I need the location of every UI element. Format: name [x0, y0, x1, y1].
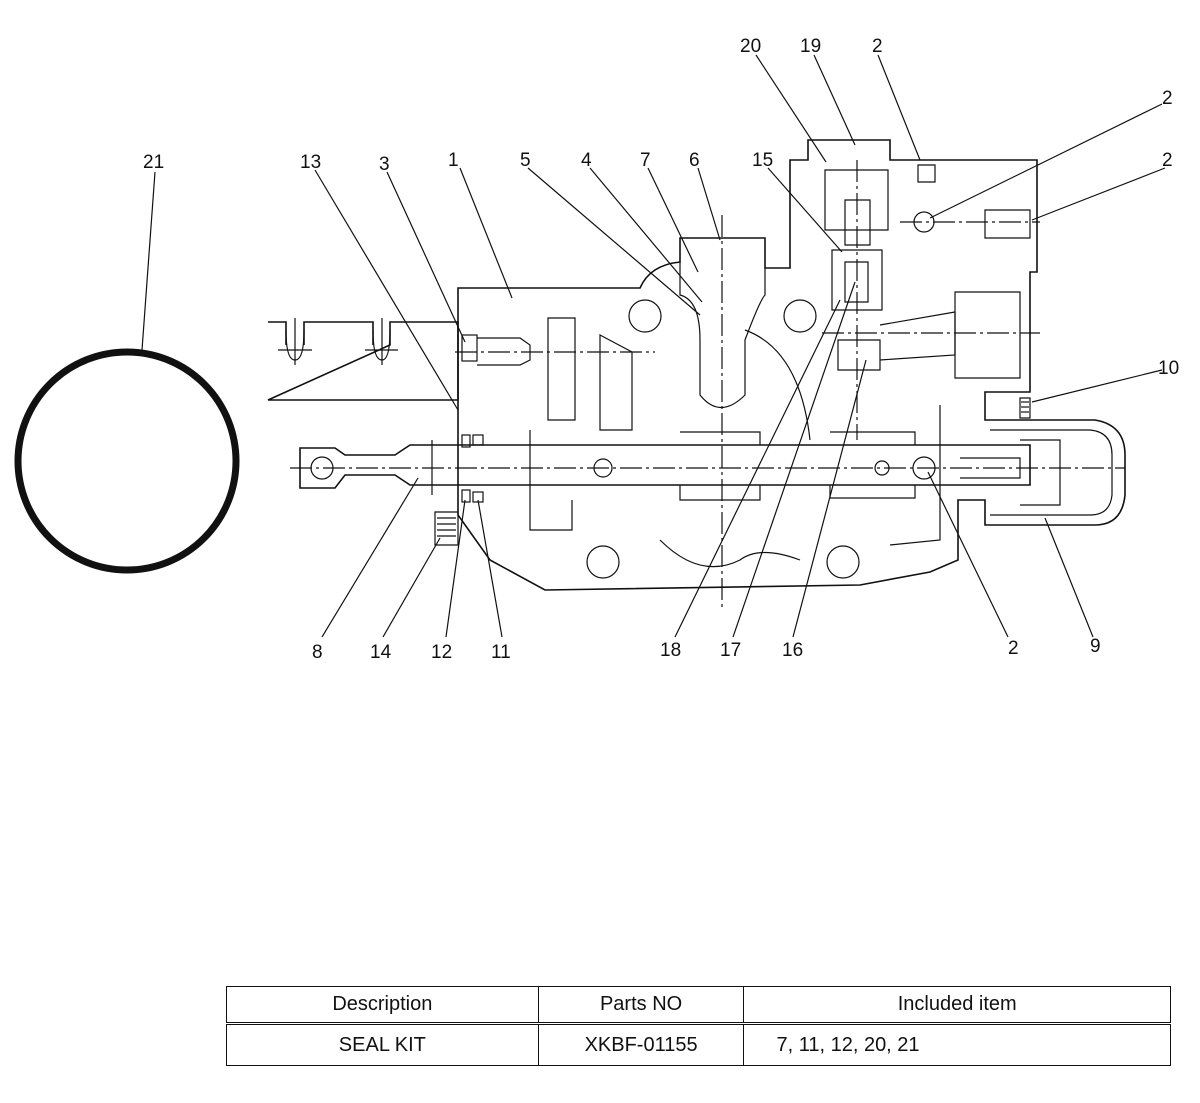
callout-14: 14	[370, 642, 392, 663]
callout-18: 18	[660, 640, 681, 661]
leader-lines	[141, 54, 1166, 638]
seal-kit-table: Description Parts NO Included item SEAL …	[226, 986, 1171, 1066]
table-header-row: Description Parts NO Included item	[226, 986, 1171, 1025]
callout-2-right: 2	[1162, 150, 1173, 171]
callout-13: 13	[300, 152, 321, 173]
left-bracket	[267, 318, 459, 401]
header-included-item: Included item	[743, 986, 1171, 1025]
header-description: Description	[226, 986, 539, 1025]
callout-7: 7	[640, 150, 651, 171]
callout-5: 5	[520, 150, 531, 171]
table-row: SEAL KIT XKBF-01155 7, 11, 12, 20, 21	[226, 1023, 1171, 1066]
valve-body	[457, 139, 1126, 591]
seal-parts	[434, 334, 531, 546]
callout-1: 1	[448, 150, 459, 171]
cell-parts-no: XKBF-01155	[537, 1023, 745, 1066]
callout-20: 20	[740, 36, 761, 57]
end-cap	[990, 397, 1113, 516]
callout-9: 9	[1090, 636, 1101, 657]
callout-labels: 21 13 3 1 5 4 7 6 15 20 19 2 2 2 10 8 14…	[143, 36, 1179, 663]
check-valve-assembly	[824, 164, 1031, 379]
spool	[299, 431, 1031, 501]
callout-15: 15	[752, 150, 773, 171]
cell-included-item: 7, 11, 12, 20, 21	[743, 1023, 1171, 1066]
callout-19: 19	[800, 36, 821, 57]
callout-21: 21	[143, 152, 164, 173]
callout-6: 6	[689, 150, 700, 171]
callout-2-top: 2	[872, 36, 883, 57]
callout-12: 12	[431, 642, 452, 663]
callout-10: 10	[1158, 358, 1179, 379]
center-lines	[290, 160, 1125, 610]
valve-section-diagram: 21 13 3 1 5 4 7 6 15 20 19 2 2 2 10 8 14…	[14, 36, 1179, 663]
header-parts-no: Parts NO	[537, 986, 745, 1025]
callout-11: 11	[491, 642, 511, 663]
callout-4: 4	[581, 150, 592, 171]
callout-8: 8	[312, 642, 323, 663]
callout-17: 17	[720, 640, 741, 661]
callout-2-bottom: 2	[1008, 638, 1019, 659]
callout-3: 3	[379, 154, 390, 175]
cell-description: SEAL KIT	[226, 1023, 539, 1066]
callout-2-upper-right: 2	[1162, 88, 1173, 109]
o-ring	[14, 348, 240, 574]
callout-16: 16	[782, 640, 803, 661]
